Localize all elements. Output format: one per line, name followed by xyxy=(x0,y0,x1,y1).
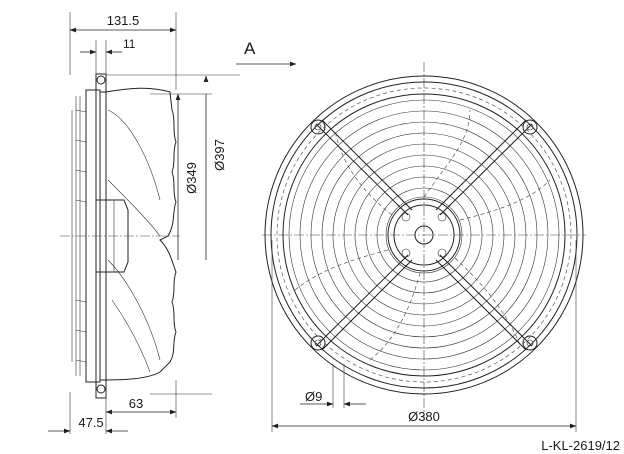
motor-hub xyxy=(387,198,461,272)
dim-flange-offset: 11 xyxy=(80,37,136,76)
dim-mount-diameter: Ø380 xyxy=(271,240,577,432)
side-view: 131.5 11 Ø349 Ø397 xyxy=(48,12,240,434)
outer-ring xyxy=(264,75,584,395)
view-arrow-a: A xyxy=(236,39,297,67)
dim-bottom: 63 47.5 xyxy=(48,380,177,434)
inner-diameter-label: Ø349 xyxy=(184,162,199,194)
mount-depth-label: 63 xyxy=(129,396,143,411)
flange-offset-label: 11 xyxy=(123,37,136,51)
blade-profile xyxy=(60,87,180,381)
dim-diameters: Ø349 Ø397 xyxy=(106,74,240,395)
overall-depth-label: 131.5 xyxy=(107,13,140,28)
hub-offset-label: 47.5 xyxy=(78,415,103,430)
blades xyxy=(294,109,551,361)
front-view: Ø9 Ø380 xyxy=(262,62,586,432)
outer-diameter-label: Ø397 xyxy=(212,139,227,171)
mount-diameter-label: Ø380 xyxy=(408,409,440,424)
dim-overall-depth: 131.5 xyxy=(69,12,177,90)
mounting-arms xyxy=(310,119,538,351)
drawing-code: L-KL-2619/12 xyxy=(541,438,620,453)
hole-diameter-label: Ø9 xyxy=(305,389,322,404)
view-direction-label: A xyxy=(244,39,256,58)
guard-rings xyxy=(299,110,549,360)
dim-hole-diameter: Ø9 xyxy=(300,364,366,408)
